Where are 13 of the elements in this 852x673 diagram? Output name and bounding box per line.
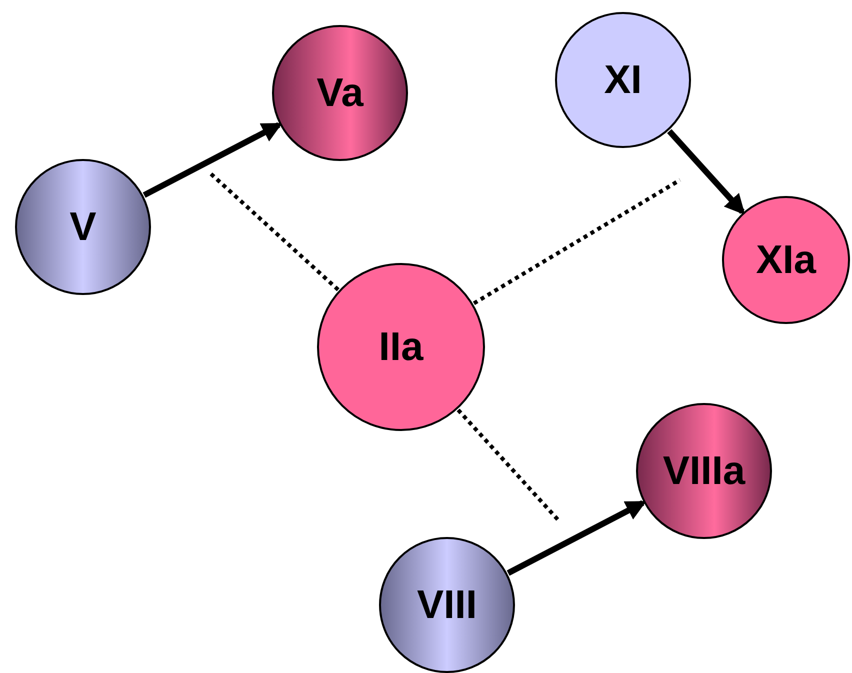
node-label: Va — [316, 70, 364, 116]
dotted-line — [472, 178, 682, 306]
node-label: XIa — [756, 238, 816, 282]
arrow — [506, 500, 646, 576]
node-label: VIIIa — [662, 448, 746, 494]
node-label: V — [70, 204, 96, 250]
arrow — [142, 122, 282, 198]
dotted-line — [208, 172, 340, 292]
node-label: XI — [604, 58, 642, 102]
node-label: IIa — [378, 324, 424, 370]
arrow — [667, 129, 746, 215]
dotted-line — [456, 408, 562, 524]
node-label: VIII — [416, 582, 478, 628]
